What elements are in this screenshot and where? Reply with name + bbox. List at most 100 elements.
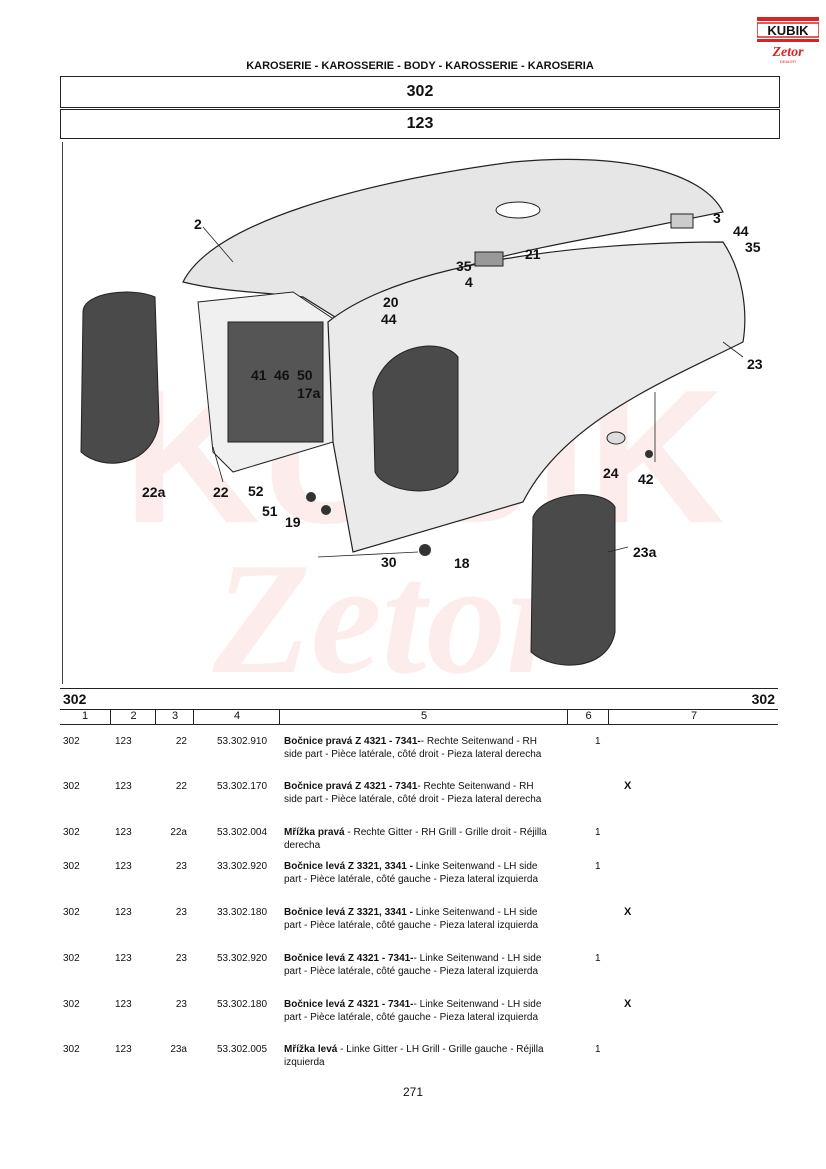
description-czech: Bočnice pravá Z 4321 - 7341-: [284, 736, 421, 747]
callout-50: 50: [297, 367, 313, 383]
description-czech: Mřížka levá: [284, 1044, 338, 1055]
subgroup-cell: 123: [115, 781, 132, 792]
callout-24: 24: [603, 465, 619, 481]
callout-44b: 44: [381, 311, 397, 327]
subgroup-cell: 123: [115, 953, 132, 964]
description-translations: - Rechte Gitter - RH Grill - Grille droi…: [284, 827, 547, 851]
kubik-zetor-logo: KUBIK Zetor DEALER: [757, 17, 819, 64]
description-cell: Bočnice levá Z 4321 - 7341-- Linke Seite…: [284, 998, 554, 1024]
callout-23a-label: 23a: [633, 544, 657, 560]
part-number-cell: 53.302.004: [217, 827, 268, 838]
group-cell: 302: [63, 861, 80, 872]
quantity-cell: 1: [595, 827, 601, 838]
note-cell: X: [624, 998, 632, 1010]
grill-22a: [80, 291, 160, 464]
description-cell: Mřížka levá - Linke Gitter - LH Grill - …: [284, 1043, 554, 1069]
position-cell: 23a: [170, 1044, 187, 1055]
exploded-parts-diagram: KUBIK Zetor 2 3 44 35 21 35 4 20 44: [62, 142, 779, 707]
description-translations: Linke Seitenwand - LH side part - Pièce …: [284, 861, 539, 885]
page-number: 271: [402, 1085, 424, 1099]
description-translations: - Rechte Seitenwand - RH side part - Piè…: [284, 781, 542, 805]
quantity-cell: 1: [595, 736, 601, 747]
description-czech: Bočnice pravá Z 4321 - 7341: [284, 781, 418, 792]
description-czech: Bočnice levá Z 3321, 3341 -: [284, 861, 413, 872]
callout-30: 30: [381, 554, 397, 570]
part-number-cell: 53.302.920: [217, 953, 268, 964]
callout-17a: 17a: [297, 385, 321, 401]
callout-3: 3: [713, 210, 721, 226]
subgroup-cell: 123: [115, 1044, 132, 1055]
callout-18: 18: [454, 555, 470, 571]
description-translations: - Linke Gitter - LH Grill - Grille gauch…: [284, 1044, 544, 1068]
callout-41: 41: [251, 367, 267, 383]
description-cell: Bočnice levá Z 3321, 3341 - Linke Seiten…: [284, 860, 554, 886]
position-cell: 22a: [170, 827, 187, 838]
group-cell: 302: [63, 953, 80, 964]
description-translations: - Linke Seitenwand - LH side part - Pièc…: [284, 953, 542, 977]
col-header-2: 2: [110, 710, 156, 724]
callout-52: 52: [248, 483, 264, 499]
part-number-cell: 33.302.180: [217, 907, 268, 918]
subgroup-cell: 123: [115, 999, 132, 1010]
position-cell: 23: [175, 907, 187, 918]
callout-51: 51: [262, 503, 278, 519]
part-number-cell: 33.302.920: [217, 861, 268, 872]
part-number-cell: 53.302.005: [217, 1044, 268, 1055]
description-cell: Bočnice levá Z 3321, 3341 - Linke Seiten…: [284, 906, 554, 932]
note-cell: X: [624, 906, 632, 918]
group-cell: 302: [63, 1044, 80, 1055]
description-cell: Mřížka pravá - Rechte Gitter - RH Grill …: [284, 826, 554, 852]
description-translations: - Rechte Seitenwand - RH side part - Piè…: [284, 736, 542, 760]
callout-35b: 35: [456, 258, 472, 274]
part-number-cell: 53.302.170: [217, 781, 268, 792]
col-header-3: 3: [155, 710, 194, 724]
quantity-cell: 1: [595, 861, 601, 872]
svg-text:KUBIK: KUBIK: [767, 23, 809, 38]
description-cell: Bočnice levá Z 4321 - 7341-- Linke Seite…: [284, 952, 554, 978]
callout-20: 20: [383, 294, 399, 310]
description-czech: Mřížka pravá: [284, 827, 345, 838]
group-cell: 302: [63, 907, 80, 918]
subgroup-number: 123: [60, 109, 780, 139]
column-number-row: 1 2 3 4 5 6 7: [60, 709, 778, 725]
group-left: 302: [63, 691, 87, 707]
group-number: 302: [60, 76, 780, 108]
description-cell: Bočnice pravá Z 4321 - 7341- Rechte Seit…: [284, 780, 554, 806]
description-czech: Bočnice levá Z 4321 - 7341-: [284, 999, 414, 1010]
position-cell: 23: [175, 999, 187, 1010]
note-cell: X: [624, 780, 632, 792]
position-cell: 23: [175, 861, 187, 872]
quantity-cell: 1: [595, 1044, 601, 1055]
svg-text:Zetor: Zetor: [771, 45, 804, 60]
section-title: KAROSERIE - KAROSSERIE - BODY - KAROSSER…: [246, 60, 594, 72]
callout-23: 23: [747, 356, 763, 372]
group-cell: 302: [63, 999, 80, 1010]
callout-21: 21: [525, 246, 541, 262]
table-group-header: 302 302: [60, 688, 778, 710]
callout-22a: 22a: [142, 484, 166, 500]
callout-44: 44: [733, 223, 749, 239]
position-cell: 23: [175, 953, 187, 964]
part-number-cell: 53.302.910: [217, 736, 268, 747]
callout-35: 35: [745, 239, 761, 255]
position-cell: 22: [175, 781, 187, 792]
description-cell: Bočnice pravá Z 4321 - 7341-- Rechte Sei…: [284, 735, 554, 761]
group-cell: 302: [63, 781, 80, 792]
callout-42: 42: [638, 471, 654, 487]
subgroup-cell: 123: [115, 736, 132, 747]
description-translations: - Linke Seitenwand - LH side part - Pièc…: [284, 999, 542, 1023]
col-header-7: 7: [608, 710, 779, 724]
svg-text:DEALER: DEALER: [780, 59, 796, 64]
subgroup-cell: 123: [115, 907, 132, 918]
group-right: 302: [751, 691, 775, 707]
callout-2: 2: [194, 216, 202, 232]
group-cell: 302: [63, 827, 80, 838]
grill-23a: [530, 494, 616, 666]
subgroup-cell: 123: [115, 861, 132, 872]
col-header-5: 5: [279, 710, 568, 724]
diagram-drawing: KUBIK Zetor: [80, 158, 746, 707]
description-translations: Linke Seitenwand - LH side part - Pièce …: [284, 907, 539, 931]
callout-19: 19: [285, 514, 301, 530]
svg-text:Zetor: Zetor: [212, 529, 570, 684]
